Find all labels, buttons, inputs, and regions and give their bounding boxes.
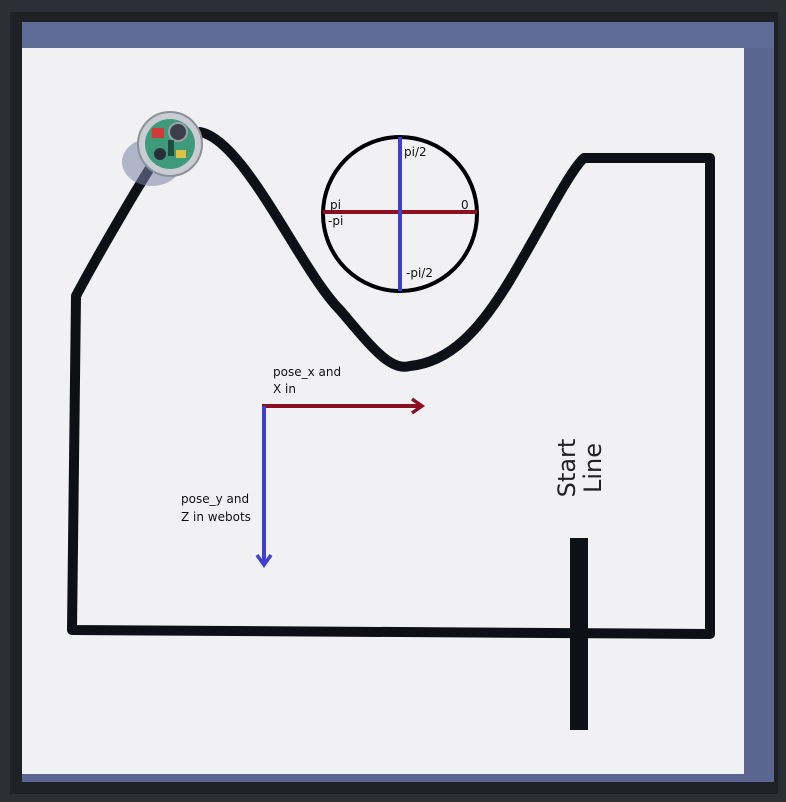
angle-label-pi-over-2: pi/2 xyxy=(404,143,427,161)
pose-x-label-line2: X in xyxy=(273,380,296,398)
angle-label-neg-pi-over-2: -pi/2 xyxy=(406,264,433,282)
angle-label-zero: 0 xyxy=(461,196,469,214)
pose-x-label-line1: pose_x and xyxy=(273,363,341,381)
pose-y-label-line1: pose_y and xyxy=(181,490,249,508)
pose-y-label-line2: Z in webots xyxy=(181,508,251,526)
angle-label-neg-pi: -pi xyxy=(328,212,343,230)
wall-shadow-top xyxy=(22,22,774,48)
start-line-label: Start Line xyxy=(554,418,606,518)
start-line-bar xyxy=(570,538,588,730)
